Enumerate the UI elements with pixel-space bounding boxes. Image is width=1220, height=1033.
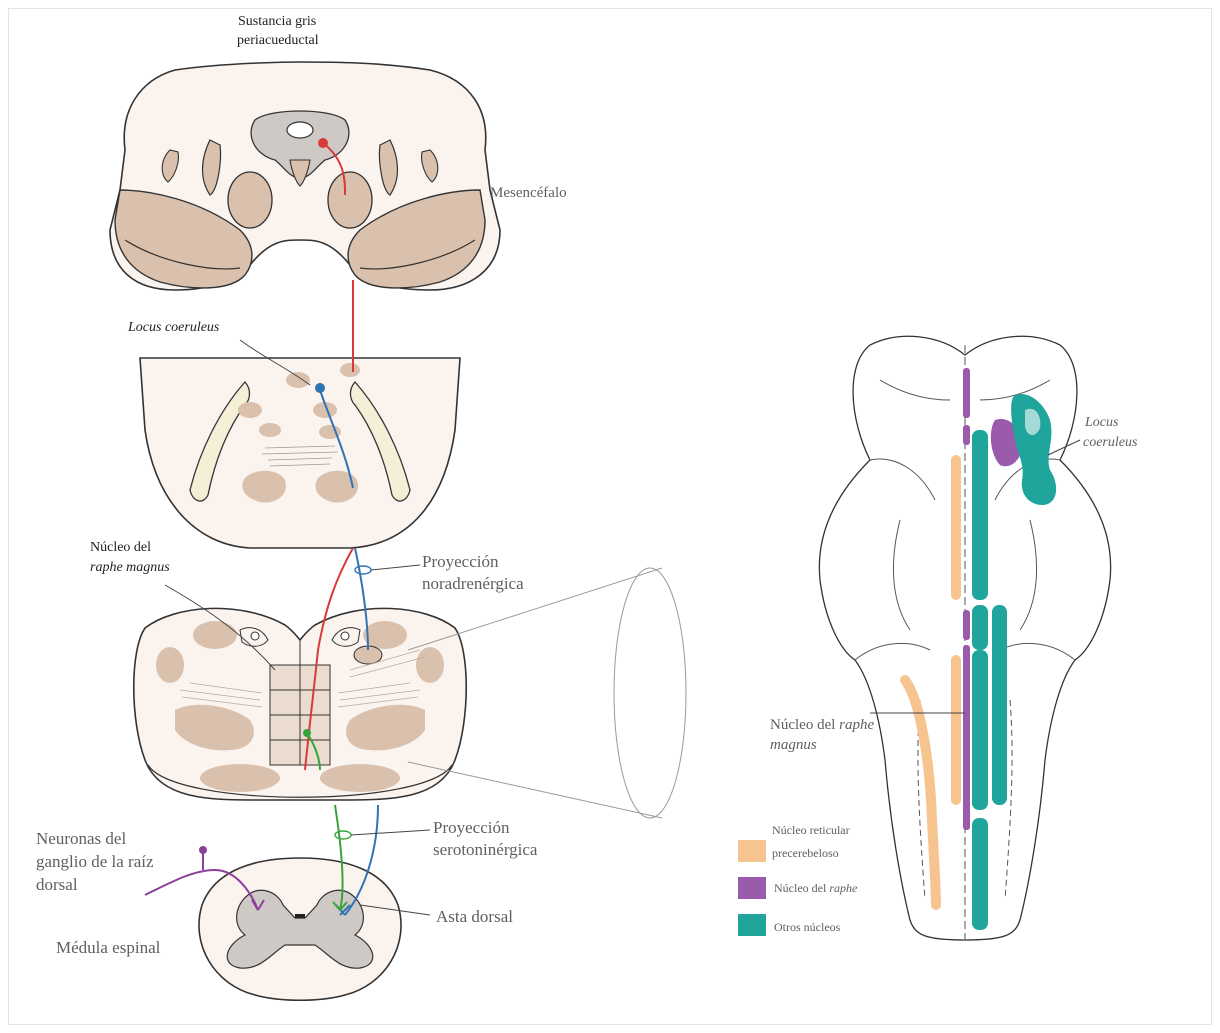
drg-label-line2: ganglio de la raíz [36, 852, 154, 872]
drg-label-line1: Neuronas del [36, 829, 126, 849]
serotonergic-leader [351, 830, 430, 835]
cerebral-aqueduct [287, 122, 313, 138]
legend-label-precerebellar-line1: Núcleo reticular [772, 823, 850, 837]
dorsal-horn-label: Asta dorsal [436, 907, 513, 927]
legend-raphe-italic: raphe [829, 881, 857, 895]
teal-column-bottom [972, 818, 988, 930]
legend-label-precerebellar-line2: precerebeloso [772, 846, 839, 860]
locus-right-label-line1: Locus [1085, 415, 1118, 432]
drg-neuron-dot [199, 846, 207, 854]
olive-lateral-right [416, 647, 444, 683]
medulla-small-circle-right [341, 632, 349, 640]
teal-column-lower-left [972, 650, 988, 810]
spinal-cord-section [199, 858, 401, 1000]
legend-swatch-precerebellar [738, 840, 766, 862]
red-nucleus-right [328, 172, 372, 228]
pag-label-line1: Sustancia gris [238, 14, 316, 31]
raphe-seg-2 [963, 425, 970, 445]
legend-label-other: Otros núcleos [774, 920, 840, 934]
legend-raphe-plain: Núcleo del [774, 881, 829, 895]
pons-nucleus-b [340, 363, 360, 377]
pons-nucleus-c [238, 402, 262, 418]
pag-label-line2: periacueductal [237, 33, 319, 50]
pons-nucleus-a [286, 372, 310, 388]
mesencephalon-section [110, 62, 500, 290]
legend-swatch-other [738, 914, 766, 936]
noradrenergic-leader [371, 565, 420, 570]
medulla-nucleus-left-top [193, 621, 237, 649]
raphe-right-label-line2: magnus [770, 736, 817, 754]
raphe-right-italic: raphe [839, 717, 874, 733]
zoom-ellipse [614, 568, 686, 818]
serotonergic-label-line2: serotoninérgica [433, 840, 537, 860]
serotonergic-label-line1: Proyección [433, 818, 509, 838]
serotonergic-marker [335, 831, 351, 839]
pag-red-dot [318, 138, 328, 148]
olive-lateral-left [156, 647, 184, 683]
red-nucleus-left [228, 172, 272, 228]
raphe-seg-1 [963, 368, 970, 418]
zoom-line-bottom [408, 762, 662, 818]
teal-column-mid [972, 605, 988, 650]
central-canal [295, 914, 305, 918]
raphe-right-plain: Núcleo del [770, 717, 839, 733]
spinal-cord-label: Médula espinal [56, 938, 160, 958]
teal-column-upper [972, 430, 988, 600]
medulla-section [134, 608, 467, 800]
locus-blue-dot [315, 383, 325, 393]
mesencephalon-label: Mesencéfalo [490, 184, 567, 202]
legend-swatch-raphe [738, 877, 766, 899]
locus-coeruleus-label: Locus coeruleus [128, 320, 219, 337]
medulla-nucleus-right-top [363, 621, 407, 649]
orange-column-upper [951, 455, 961, 600]
pyramid-right [320, 764, 400, 792]
raphe-green-dot [303, 729, 311, 737]
raphe-seg-3 [963, 610, 970, 640]
teal-column-lower-right [992, 605, 1007, 805]
drg-label-line3: dorsal [36, 875, 78, 895]
medulla-small-circle-left [251, 632, 259, 640]
locus-right-label-line2: coeruleus [1083, 435, 1137, 452]
raphe-seg-4 [963, 645, 970, 830]
legend-label-raphe: Núcleo del raphe [774, 881, 857, 895]
raphe-magnus-label-line2: raphe magnus [90, 560, 170, 577]
pons-nucleus-e [259, 423, 281, 437]
raphe-right-label-line1: Núcleo del raphe [770, 716, 874, 734]
pyramid-left [200, 764, 280, 792]
noradrenergic-label-line2: noradrenérgica [422, 574, 524, 594]
raphe-magnus-label-line1: Núcleo del [90, 540, 151, 557]
brainstem-dorsal-view [819, 336, 1110, 940]
noradrenergic-marker [355, 566, 371, 574]
pons-section [140, 358, 460, 548]
noradrenergic-label-line1: Proyección [422, 552, 498, 572]
orange-column-lower [951, 655, 961, 805]
